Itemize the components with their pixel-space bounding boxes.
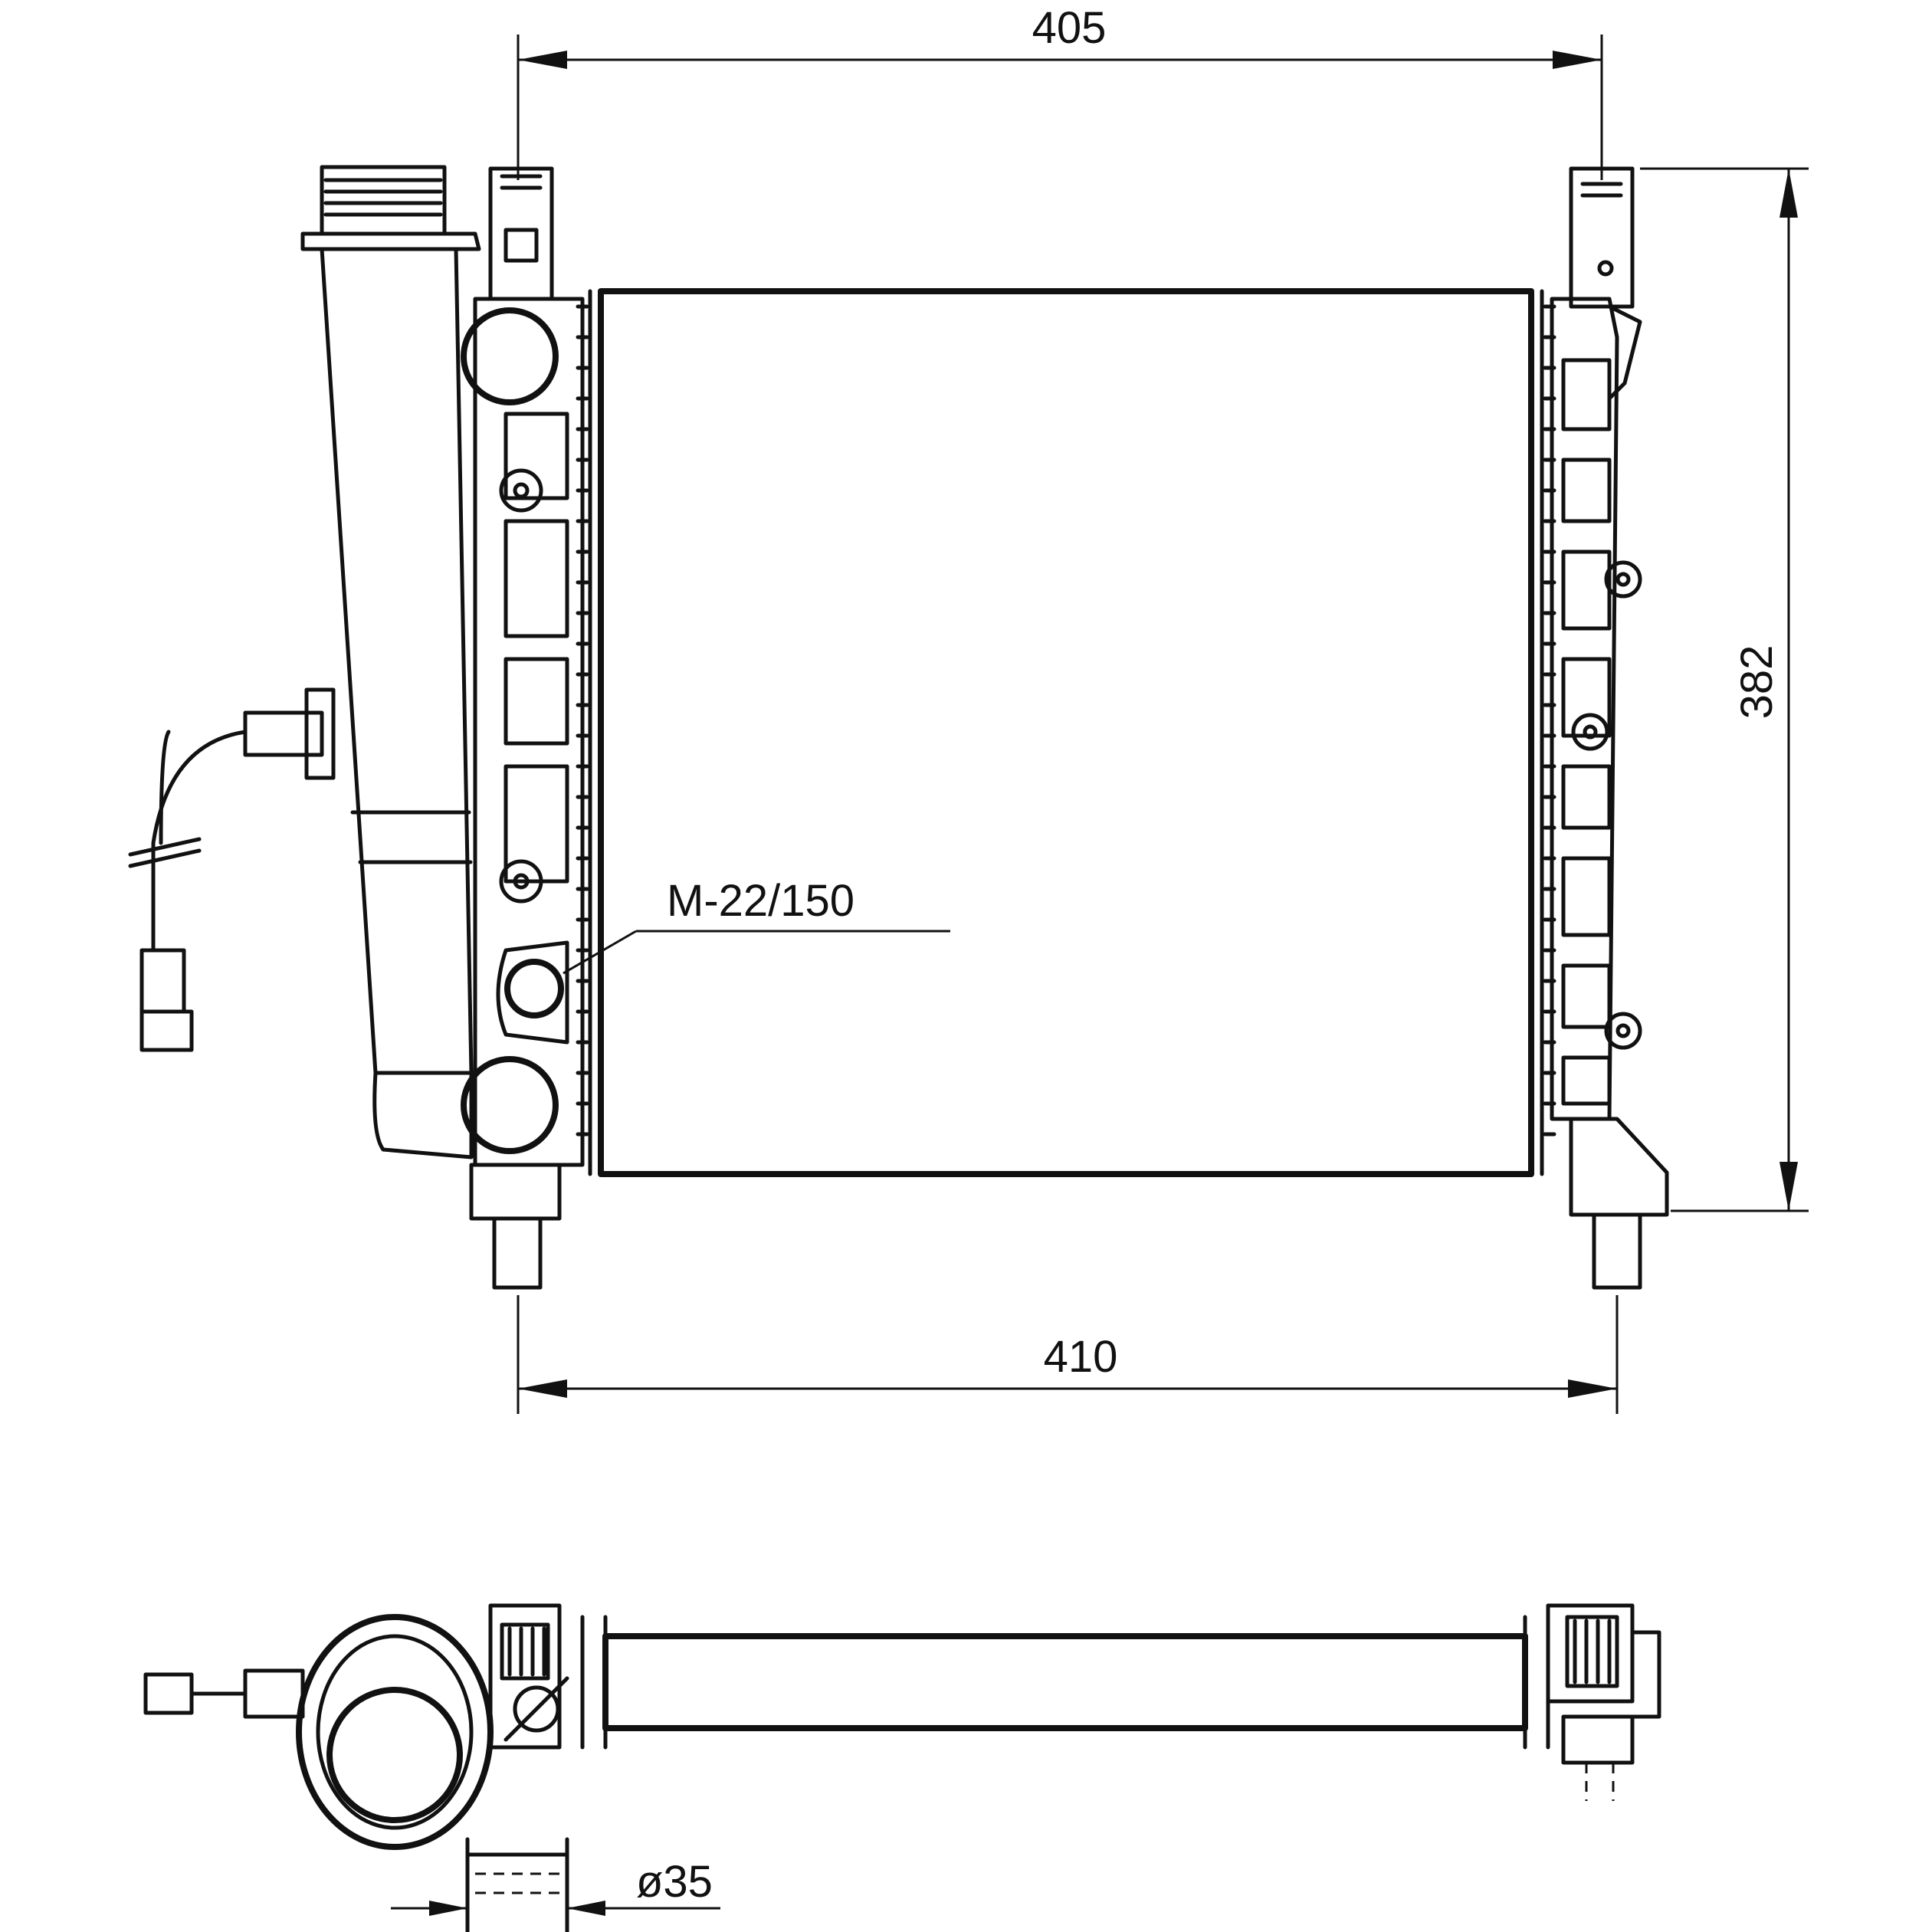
callout-label: M-22/150 [667,876,854,926]
callout: M-22/150 [563,876,950,975]
bottom-view: ø35 [143,1603,1661,1932]
right-tank [1550,166,1669,1290]
dimension-right: 382 [1640,167,1809,1212]
dimension-top: 405 [517,3,1603,180]
level-sensor [128,687,336,1052]
dimension-diameter-label: ø35 [636,1857,713,1907]
left-tank-ports [461,307,564,1154]
left-tank [469,166,585,1290]
dimension-bottom-label: 410 [1044,1332,1118,1382]
expansion-tank [300,165,481,1160]
dimension-right-label: 382 [1732,645,1782,720]
dimension-top-label: 405 [1032,3,1107,53]
dimension-bottom: 410 [517,1295,1619,1414]
radiator-core [576,288,1556,1177]
